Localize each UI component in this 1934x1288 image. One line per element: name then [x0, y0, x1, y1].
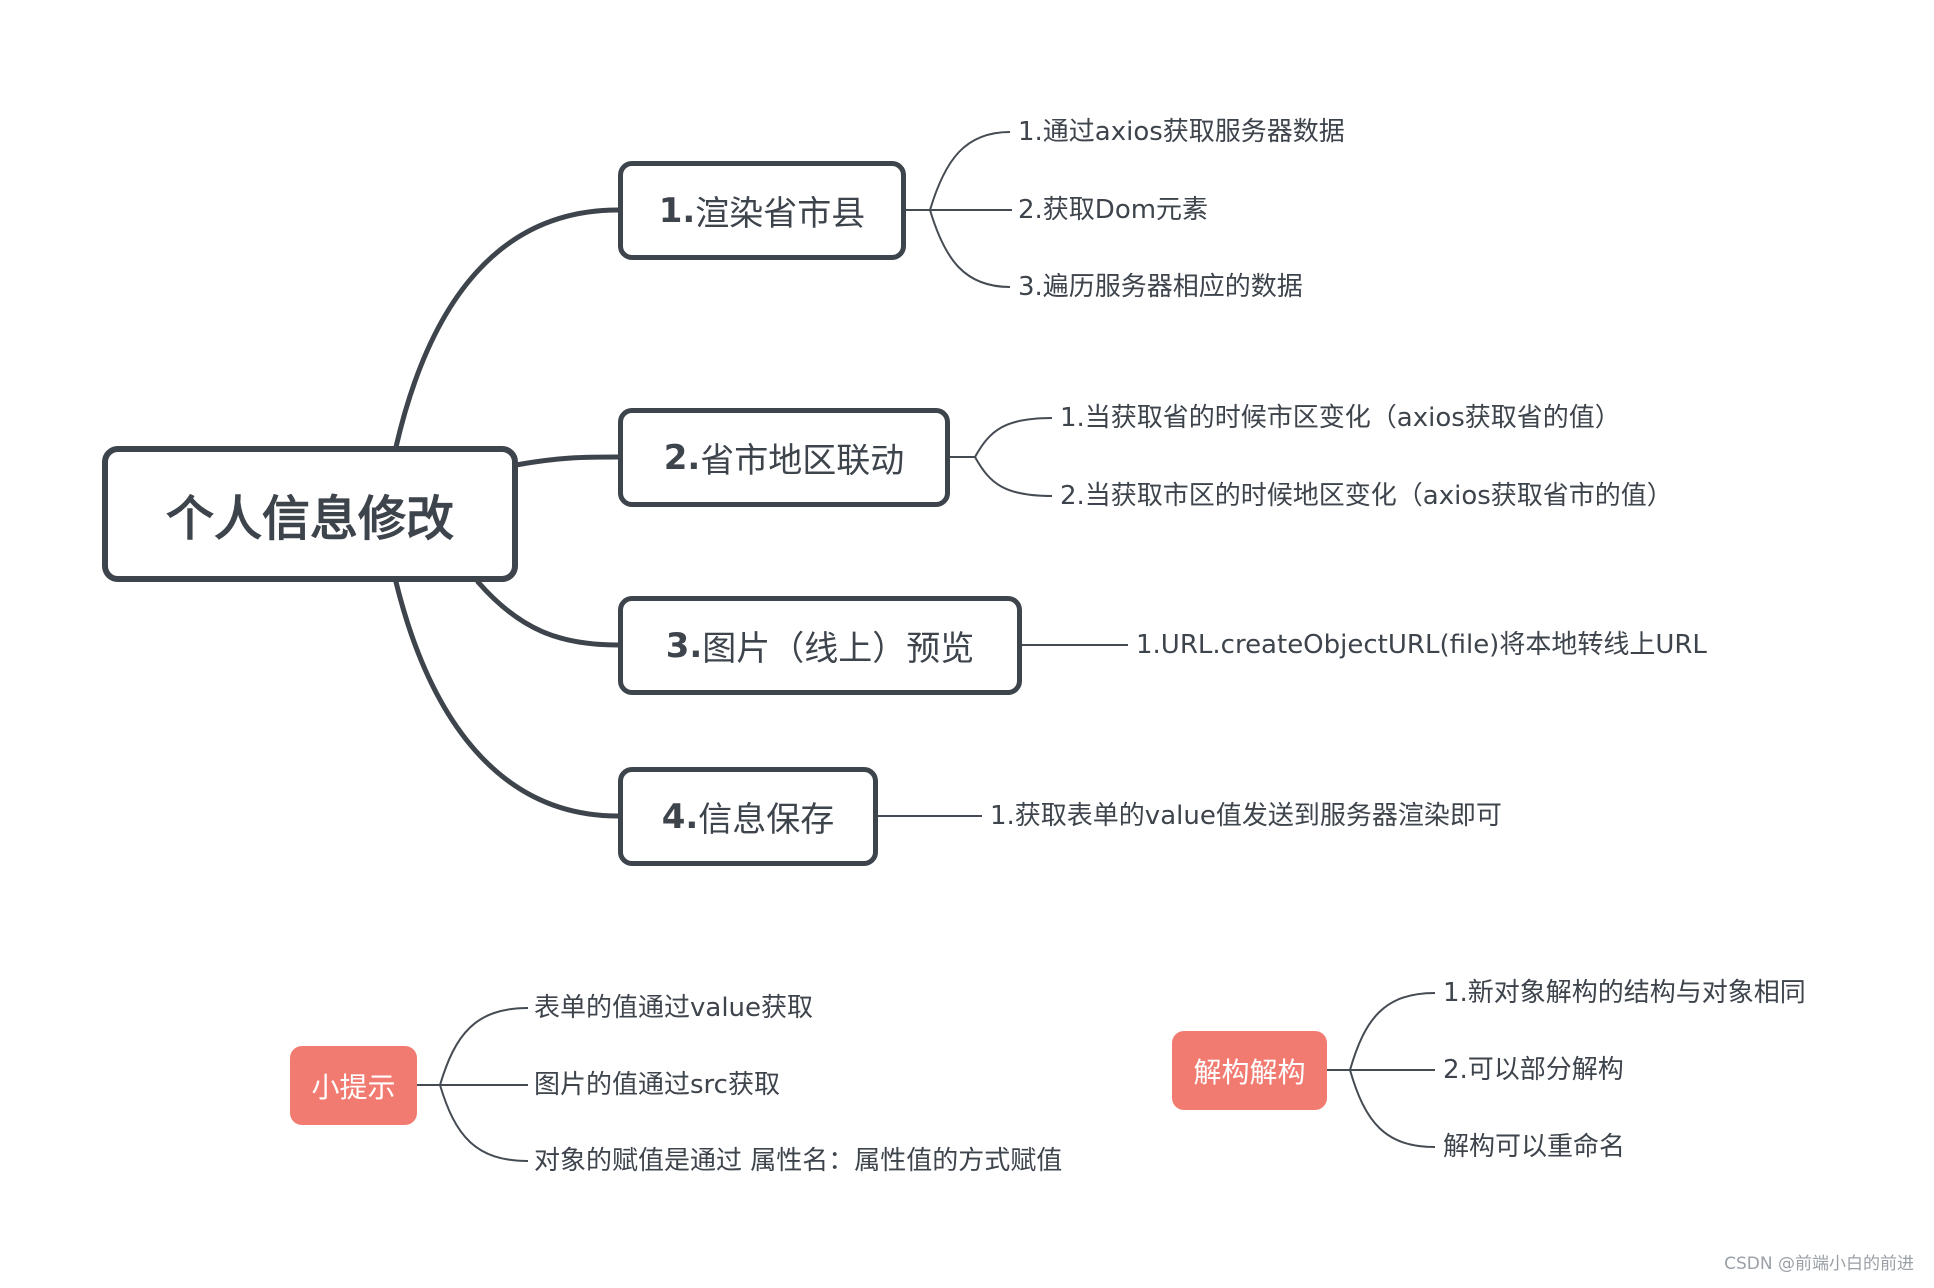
- connector-b2-leaf1: [950, 417, 1053, 458]
- connector-root-branch3: [475, 579, 621, 648]
- branch-1-label: 渲染省市县: [695, 194, 866, 234]
- tips-item-3: 对象的赋值是通过 属性名：属性值的方式赋值: [534, 1146, 1063, 1176]
- branch-4-number: 4.: [661, 796, 699, 837]
- branch-2-number: 2.: [663, 437, 701, 478]
- branch-2-label: 省市地区联动: [700, 441, 905, 481]
- branch-node-2[interactable]: 2.省市地区联动: [618, 408, 950, 507]
- connector-destr-leaf1: [1325, 992, 1436, 1071]
- branch-3-number: 3.: [665, 625, 703, 666]
- branch-1-item-2: 2.获取Dom元素: [1018, 195, 1209, 225]
- branch-node-3[interactable]: 3.图片（线上）预览: [618, 596, 1022, 695]
- branch-1-item-1: 1.通过axios获取服务器数据: [1018, 117, 1345, 147]
- destructure-label: 解构解构: [1193, 1055, 1306, 1089]
- branch-4-label: 信息保存: [698, 800, 835, 840]
- root-node[interactable]: 个人信息修改: [102, 446, 518, 582]
- connector-destr-leaf3: [1325, 1069, 1436, 1148]
- watermark: CSDN @前端小白的前进: [1724, 1254, 1914, 1274]
- root-label: 个人信息修改: [165, 491, 454, 547]
- branch-4-item-1: 1.获取表单的value值发送到服务器渲染即可: [990, 801, 1502, 831]
- connector-b2-leaf2: [950, 456, 1053, 497]
- branch-node-1[interactable]: 1.渲染省市县: [618, 161, 906, 260]
- branch-3-item-1: 1.URL.createObjectURL(file)将本地转线上URL: [1136, 630, 1707, 660]
- tips-item-1: 表单的值通过value获取: [534, 993, 814, 1023]
- connector-root-branch4: [393, 579, 621, 819]
- destructure-item-1: 1.新对象解构的结构与对象相同: [1443, 978, 1806, 1008]
- connector-root-branch1: [393, 207, 621, 450]
- leaf-connectors: [416, 131, 1436, 1162]
- branch-1-item-3: 3.遍历服务器相应的数据: [1018, 272, 1303, 302]
- connector-root-branch2: [513, 454, 621, 468]
- branch-3-label: 图片（线上）预览: [702, 629, 975, 669]
- branch-2-item-1: 1.当获取省的时候市区变化（axios获取省的值）: [1060, 403, 1621, 433]
- connector-tips-leaf3: [416, 1084, 529, 1162]
- destructure-item-2: 2.可以部分解构: [1443, 1055, 1624, 1085]
- connector-b1-leaf1: [905, 131, 1011, 211]
- tips-item-2: 图片的值通过src获取: [534, 1070, 780, 1100]
- branch-2-item-2: 2.当获取市区的时候地区变化（axios获取省市的值）: [1060, 481, 1673, 511]
- branch-node-4[interactable]: 4.信息保存: [618, 767, 878, 866]
- tips-node[interactable]: 小提示: [290, 1046, 417, 1125]
- destructure-node[interactable]: 解构解构: [1172, 1031, 1327, 1110]
- root-connectors: [393, 207, 621, 819]
- connector-b1-leaf3: [905, 209, 1011, 288]
- destructure-item-3: 解构可以重命名: [1443, 1132, 1626, 1162]
- tips-label: 小提示: [311, 1070, 396, 1104]
- branch-1-number: 1.: [658, 190, 696, 231]
- connector-tips-leaf1: [416, 1007, 529, 1086]
